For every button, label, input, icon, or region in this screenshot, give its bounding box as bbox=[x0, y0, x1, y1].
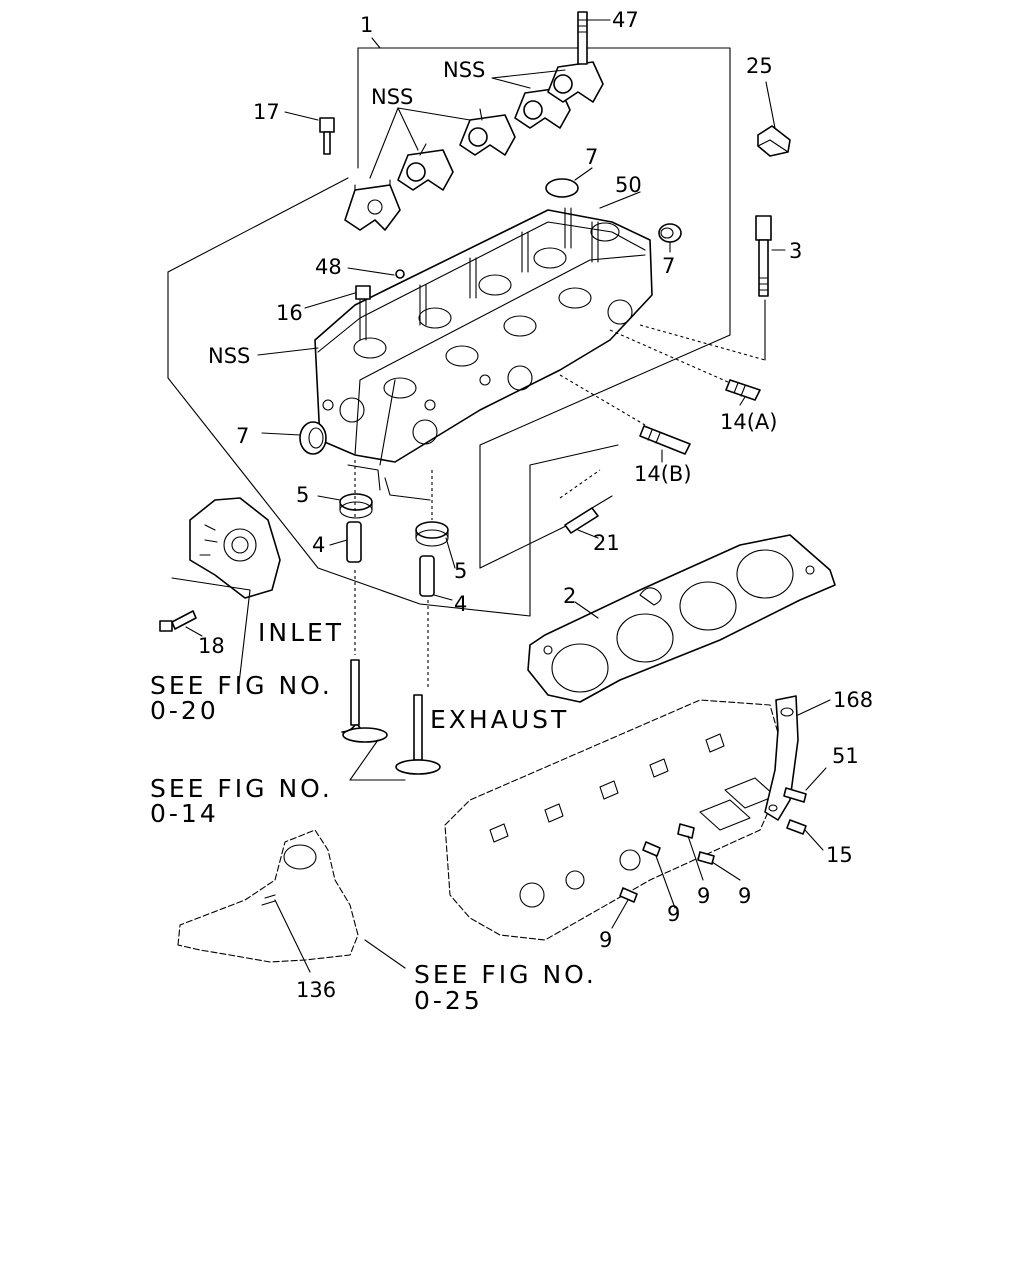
glow-plug-21 bbox=[564, 495, 613, 534]
callout-9-a: 9 bbox=[697, 884, 710, 908]
plate-reference-line bbox=[171, 577, 251, 693]
callout-15: 15 bbox=[826, 843, 853, 867]
callout-2: 2 bbox=[563, 584, 576, 608]
cylinder-block-partial bbox=[177, 829, 359, 963]
inlet-valve bbox=[341, 570, 388, 743]
head-gasket-2 bbox=[527, 534, 836, 703]
callout-168: 168 bbox=[833, 688, 873, 712]
bolt-15 bbox=[786, 819, 807, 835]
bolt-51 bbox=[783, 787, 807, 803]
zigzag-break bbox=[347, 464, 431, 501]
valve-seal-5-exhaust bbox=[415, 521, 449, 547]
fittings-9 bbox=[619, 823, 715, 903]
callout-7-left: 7 bbox=[236, 424, 249, 448]
callout-48: 48 bbox=[315, 255, 342, 279]
callout-4-exhaust: 4 bbox=[454, 592, 467, 616]
guide-axis bbox=[354, 460, 433, 520]
valve-reference-line bbox=[349, 739, 406, 781]
valve-guide-4-exhaust bbox=[419, 555, 435, 597]
callout-47: 47 bbox=[612, 8, 639, 32]
cylinder-head-body bbox=[314, 207, 653, 466]
stud-14a bbox=[725, 379, 761, 401]
bracket-168 bbox=[764, 695, 799, 821]
callout-nss-top: NSS bbox=[443, 58, 485, 82]
callout-1: 1 bbox=[360, 13, 373, 37]
callout-136: 136 bbox=[296, 978, 336, 1002]
head-bolt-3 bbox=[755, 215, 772, 297]
plug-7-right bbox=[658, 223, 682, 243]
see-fig-0-25-line2: 0-25 bbox=[414, 986, 483, 1015]
callout-5-exhaust: 5 bbox=[454, 559, 467, 583]
callout-7-right: 7 bbox=[662, 254, 675, 278]
timing-cover-plate bbox=[189, 497, 281, 599]
callout-14a: 14(A) bbox=[720, 410, 777, 434]
callout-4-inlet: 4 bbox=[312, 533, 325, 557]
camshaft-bearing-caps bbox=[344, 61, 604, 231]
oil-seal-7-left bbox=[299, 421, 327, 455]
dashed-centerlines bbox=[559, 324, 766, 499]
callout-9-b: 9 bbox=[738, 884, 751, 908]
part-callouts: 1 47 NSS 25 NSS 17 7 50 3 7 48 16 NSS 14… bbox=[198, 8, 873, 1002]
bolt-18 bbox=[159, 610, 197, 632]
seal-ring-7-top bbox=[545, 178, 579, 198]
exhaust-label: EXHAUST bbox=[430, 705, 569, 734]
exhaust-valve bbox=[395, 600, 441, 775]
inlet-label: INLET bbox=[258, 618, 344, 647]
valve-guide-4-inlet bbox=[346, 521, 362, 563]
see-fig-0-25-line1: SEE FIG NO. bbox=[414, 960, 597, 989]
stud-14b bbox=[639, 425, 691, 455]
see-fig-0-20-line2: 0-20 bbox=[150, 696, 219, 725]
callout-18: 18 bbox=[198, 634, 225, 658]
cylinder-head-lower-view bbox=[444, 699, 781, 941]
leader-lines bbox=[185, 19, 831, 973]
callout-21: 21 bbox=[593, 531, 620, 555]
callout-9-d: 9 bbox=[599, 928, 612, 952]
see-fig-0-14-line1: SEE FIG NO. bbox=[150, 774, 333, 803]
callout-25: 25 bbox=[746, 54, 773, 78]
callout-16: 16 bbox=[276, 301, 303, 325]
bolt-17 bbox=[319, 117, 335, 155]
callout-7-top: 7 bbox=[585, 145, 598, 169]
assembly-bracket-lines bbox=[167, 47, 766, 617]
cap-25 bbox=[757, 125, 791, 157]
reference-notes: INLET SEE FIG NO. 0-20 EXHAUST SEE FIG N… bbox=[150, 618, 597, 1015]
callout-14b: 14(B) bbox=[634, 462, 692, 486]
callout-17: 17 bbox=[253, 100, 280, 124]
callout-50: 50 bbox=[615, 173, 642, 197]
stud-bolt-47 bbox=[577, 11, 588, 65]
plug-16 bbox=[355, 285, 371, 300]
callout-nss-head: NSS bbox=[208, 344, 250, 368]
callout-51: 51 bbox=[832, 744, 859, 768]
callout-5-inlet: 5 bbox=[296, 483, 309, 507]
see-fig-0-14-line2: 0-14 bbox=[150, 799, 219, 828]
callout-nss-left: NSS bbox=[371, 85, 413, 109]
valve-seal-5-inlet bbox=[339, 493, 373, 519]
callout-3: 3 bbox=[789, 239, 802, 263]
callout-9-c: 9 bbox=[667, 902, 680, 926]
see-fig-0-20-line1: SEE FIG NO. bbox=[150, 671, 333, 700]
plug-48 bbox=[395, 269, 405, 279]
